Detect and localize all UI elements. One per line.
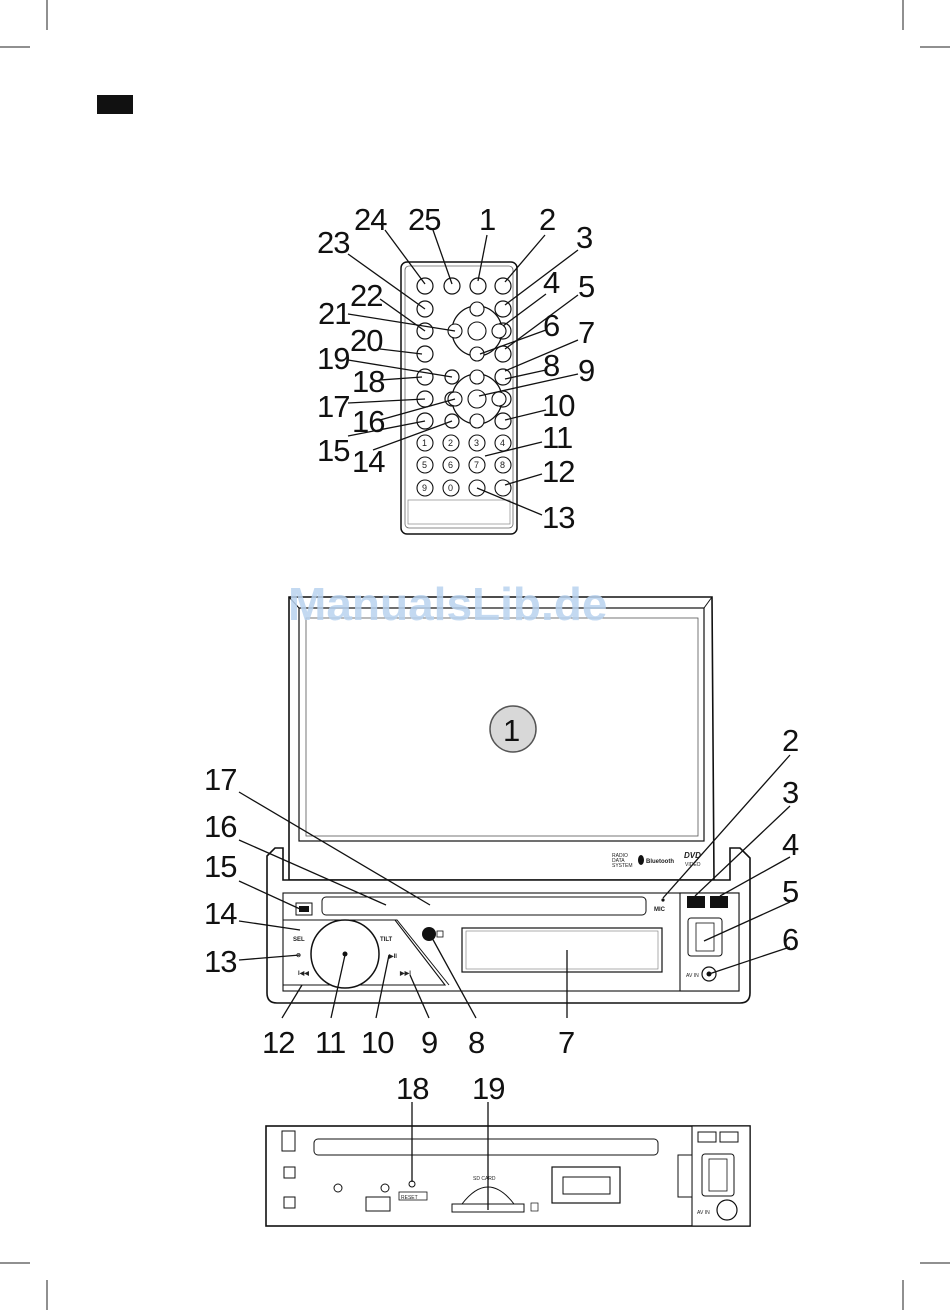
key-6: 6	[448, 460, 453, 470]
svg-text:▶II: ▶II	[388, 953, 397, 960]
remote-callout-25: 25	[408, 202, 440, 237]
bluetooth-label: Bluetooth	[646, 859, 674, 865]
head-unit-front-diagram: 1 RADIO DATA SYSTEM Bluetooth DVD VIDEO …	[204, 597, 799, 1060]
key-0: 0	[448, 483, 453, 493]
language-badge	[97, 95, 133, 114]
remote-callout-14: 14	[352, 444, 385, 479]
remote-callout-19: 19	[317, 341, 349, 376]
front-callout-16: 16	[204, 809, 236, 844]
bluetooth-icon	[638, 855, 644, 865]
remote-callout-13: 13	[542, 500, 574, 535]
reset-label: RESET	[401, 1195, 418, 1201]
remote-callout-9: 9	[578, 353, 594, 388]
remote-callout-3: 3	[576, 220, 592, 255]
remote-callout-4: 4	[543, 265, 560, 300]
svg-text:▶▶I: ▶▶I	[399, 970, 411, 977]
remote-callout-12: 12	[542, 454, 574, 489]
remote-callout-6: 6	[543, 308, 559, 343]
front-callout-15: 15	[204, 849, 236, 884]
remote-callout-17: 17	[317, 389, 349, 424]
key-9: 9	[422, 483, 427, 493]
front-callout-5: 5	[782, 874, 798, 909]
remote-callout-22: 22	[350, 278, 382, 313]
key-3: 3	[474, 438, 479, 448]
remote-callout-20: 20	[350, 323, 383, 358]
front-callout-9: 9	[421, 1025, 437, 1060]
remote-callout-18: 18	[352, 364, 384, 399]
front-callout-2: 2	[782, 723, 798, 758]
back-callout-18: 18	[396, 1071, 428, 1106]
front-callout-3: 3	[782, 775, 798, 810]
remote-callout-11: 11	[542, 420, 572, 455]
back-avin-label: AV IN	[697, 1210, 710, 1216]
remote-callout-8: 8	[543, 348, 559, 383]
remote-control-diagram: 1 2 3 4 5 6 7 8 9 0	[317, 202, 594, 535]
sdcard-label: SD CARD	[473, 1176, 496, 1182]
remote-callout-21: 21	[318, 296, 350, 331]
remote-callout-10: 10	[542, 388, 575, 423]
front-callout-11: 11	[315, 1025, 345, 1060]
remote-callout-15: 15	[317, 433, 349, 468]
remote-callout-1: 1	[479, 202, 495, 237]
rds-label-3: SYSTEM	[612, 863, 633, 869]
mic-label: MIC	[654, 907, 666, 913]
key-7: 7	[474, 460, 479, 470]
key-1: 1	[422, 438, 427, 448]
svg-text:I◀◀: I◀◀	[298, 970, 309, 977]
front-callout-4: 4	[782, 827, 799, 862]
remote-callout-16: 16	[352, 404, 384, 439]
key-5: 5	[422, 460, 427, 470]
sel-label: SEL	[293, 937, 305, 943]
remote-callout-7: 7	[578, 315, 594, 350]
svg-text:⊙: ⊙	[296, 953, 301, 959]
front-callout-7: 7	[558, 1025, 574, 1060]
front-callout-13: 13	[204, 944, 236, 979]
remote-callout-2: 2	[539, 202, 555, 237]
front-callout-12: 12	[262, 1025, 294, 1060]
front-callout-17: 17	[204, 762, 236, 797]
remote-callout-23: 23	[317, 225, 349, 260]
head-unit-panel-removed-diagram: RESET SD CARD AV IN 18 19	[266, 1071, 750, 1226]
front-callout-14: 14	[204, 896, 237, 931]
front-callout-10: 10	[361, 1025, 394, 1060]
key-4: 4	[500, 438, 505, 448]
front-callout-8: 8	[468, 1025, 484, 1060]
watermark: ManualsLib.de	[288, 578, 607, 630]
front-avin-label: AV IN	[686, 973, 699, 979]
remote-callout-24: 24	[354, 202, 387, 237]
front-callout-6: 6	[782, 922, 798, 957]
key-8: 8	[500, 460, 505, 470]
tilt-label: TILT	[380, 937, 393, 943]
remote-callout-5: 5	[578, 269, 594, 304]
key-2: 2	[448, 438, 453, 448]
back-callout-19: 19	[472, 1071, 504, 1106]
front-callout-1: 1	[503, 713, 519, 748]
